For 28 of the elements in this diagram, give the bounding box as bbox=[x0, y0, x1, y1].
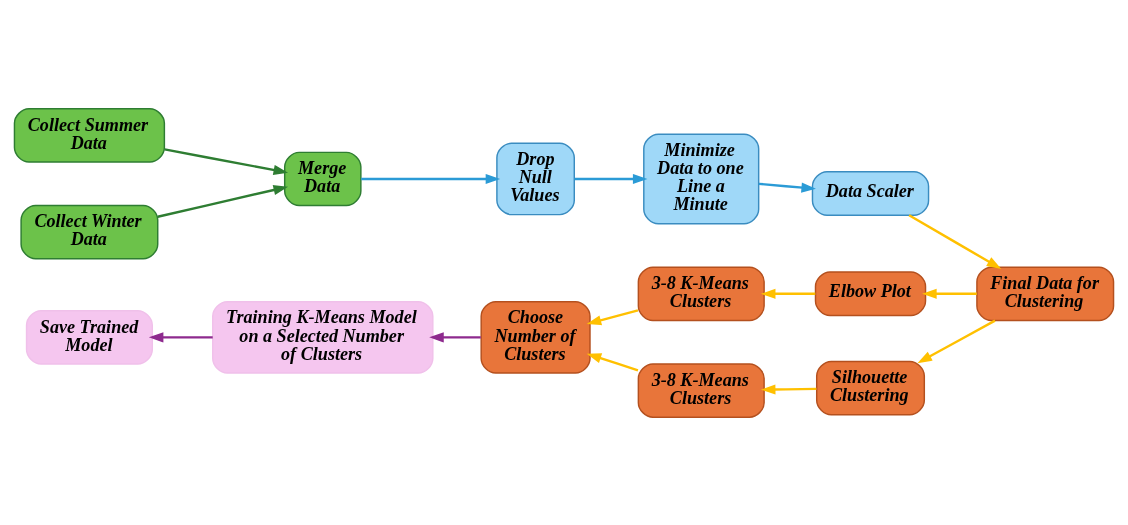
arrow bbox=[760, 383, 817, 395]
arrow bbox=[164, 147, 289, 175]
arrow bbox=[574, 173, 648, 184]
arrow bbox=[586, 352, 639, 371]
arrow bbox=[908, 213, 1002, 269]
node-box: 3-8 K-Means Clusters bbox=[637, 266, 765, 321]
node-box: Silhouette Clustering bbox=[816, 360, 926, 415]
node-box: Data Scaler bbox=[811, 170, 930, 216]
node-box: Collect Winter Data bbox=[20, 204, 159, 259]
node-box: Minimize Data to one Line a Minute bbox=[643, 133, 760, 224]
node-box: Merge Data bbox=[283, 151, 362, 206]
arrow bbox=[429, 331, 481, 342]
node-box: Choose Number of Clusters bbox=[480, 300, 591, 374]
node-box: Drop Null Values bbox=[496, 142, 575, 215]
node-box: 3-8 K-Means Clusters bbox=[637, 362, 765, 418]
node-box: Training K-Means Model on a Selected Number of Clusters bbox=[212, 300, 434, 374]
arrow bbox=[586, 308, 639, 325]
arrow bbox=[157, 184, 289, 218]
node-box: Elbow Plot bbox=[814, 270, 927, 316]
arrow bbox=[758, 182, 816, 193]
arrow bbox=[922, 288, 977, 299]
arrow bbox=[917, 319, 996, 363]
node-box: Save Trained Model bbox=[25, 309, 153, 365]
arrow bbox=[760, 288, 816, 299]
node-box: Collect Summer Data bbox=[13, 107, 166, 163]
node-box: Final Data for Clustering bbox=[976, 266, 1115, 321]
arrow bbox=[361, 173, 501, 184]
arrow bbox=[148, 331, 213, 342]
